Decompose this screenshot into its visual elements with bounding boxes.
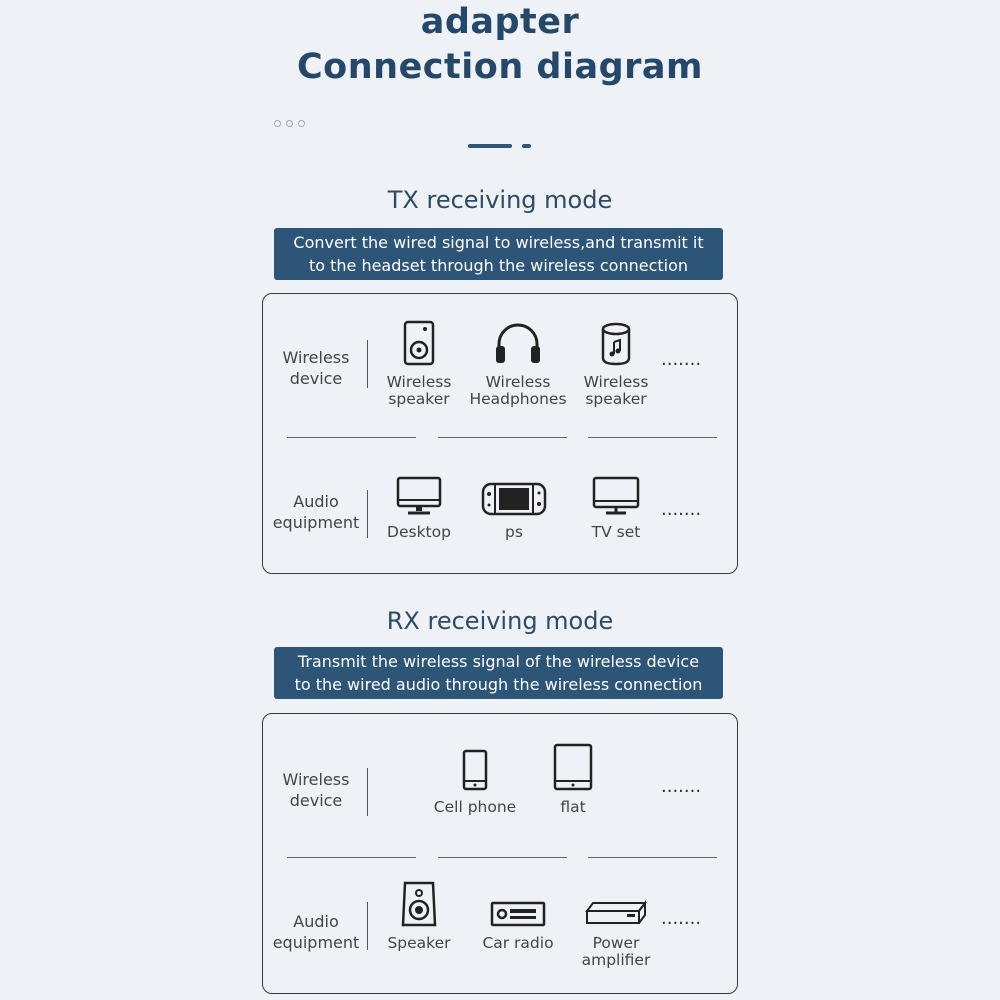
tx-hsep-3 [588,437,717,438]
rx-hsep-3 [588,857,717,858]
tx-banner-line2: to the headset through the wireless conn… [308,256,689,275]
tx-audio-item-3: TV set [561,468,671,541]
rx-audio-item-3-label2: amplifier [581,951,651,969]
rx-audio-item-2-label: Car radio [482,934,554,952]
rx-wireless-item-2-label: flat [560,798,586,816]
rx-wireless-item-1: Cell phone [420,743,530,816]
tx-audio-label: Audio equipment [261,491,371,533]
tx-row1-divider [367,340,368,388]
tx-wireless-item-2-label1: Wireless [485,373,551,391]
tx-banner: Convert the wired signal to wireless,and… [274,228,723,280]
car-radio-icon [490,901,546,927]
page-title-line1: adapter [420,2,580,42]
phone-icon [462,749,488,791]
rx-audio-item-1-label: Speaker [387,934,451,952]
smart-speaker-icon [601,322,631,366]
rx-audio-label: Audio equipment [261,911,371,953]
rx-banner: Transmit the wireless signal of the wire… [274,647,723,699]
tx-hsep-2 [438,437,567,438]
rx-banner-line1: Transmit the wireless signal of the wire… [297,652,700,671]
tx-audio-item-1: Desktop [364,468,474,541]
tx-wireless-item-1-label2: speaker [388,390,450,408]
tx-hsep-1 [287,437,416,438]
tx-audio-label-line1: Audio [293,492,339,511]
page-title-line2: Connection diagram [297,47,703,87]
tablet-icon [553,743,593,791]
decorative-dots [274,120,305,127]
rx-card: Wireless device Cell phone flat ....... … [262,713,738,994]
tx-mode-title: TX receiving mode [387,186,613,214]
monitor-icon [396,476,442,515]
rx-hsep-1 [287,857,416,858]
game-console-icon [481,482,547,516]
rx-row2-divider [367,902,368,950]
rx-wireless-label-line1: Wireless [282,770,350,789]
tx-wireless-item-3-label2: speaker [585,390,647,408]
rx-audio-item-2: Car radio [463,879,573,952]
tx-audio-item-2: ps [459,468,569,541]
tv-icon [592,476,640,515]
bookshelf-speaker-icon [403,320,435,366]
amplifier-icon [585,900,647,924]
decorative-dash [468,144,512,148]
tx-wireless-more: ....... [661,349,702,370]
rx-wireless-label: Wireless device [261,769,371,811]
tx-wireless-label-line1: Wireless [282,348,350,367]
tx-banner-line1: Convert the wired signal to wireless,and… [293,233,704,252]
headphones-icon [496,323,540,363]
tx-audio-item-2-label: ps [505,523,523,541]
rx-row1-divider [367,768,368,816]
tx-wireless-item-1-label1: Wireless [386,373,452,391]
rx-wireless-item-1-label: Cell phone [433,798,517,816]
tx-wireless-item-2-label2: Headphones [469,390,567,408]
rx-audio-more: ....... [661,908,702,929]
rx-audio-item-1: Speaker [364,879,474,952]
tx-audio-item-1-label: Desktop [387,523,451,541]
rx-banner-line2: to the wired audio through the wireless … [294,675,703,694]
rx-wireless-label-line2: device [289,791,343,810]
rx-hsep-2 [438,857,567,858]
tx-row2-divider [367,490,368,538]
rx-wireless-item-2: flat [518,743,628,816]
rx-audio-label-line2: equipment [272,933,360,952]
tx-wireless-label-line2: device [289,369,343,388]
rx-wireless-more: ....... [661,776,702,797]
rx-mode-title: RX receiving mode [386,607,614,635]
tx-audio-label-line2: equipment [272,513,360,532]
tx-audio-item-3-label: TV set [591,523,641,541]
rx-audio-item-3-label1: Power [592,934,640,952]
decorative-dash-small [522,144,531,148]
tx-wireless-label: Wireless device [261,347,371,389]
tx-wireless-item-3-label1: Wireless [583,373,649,391]
tx-audio-more: ....... [661,499,702,520]
rx-audio-label-line1: Audio [293,912,339,931]
speaker-box-icon [401,881,437,927]
